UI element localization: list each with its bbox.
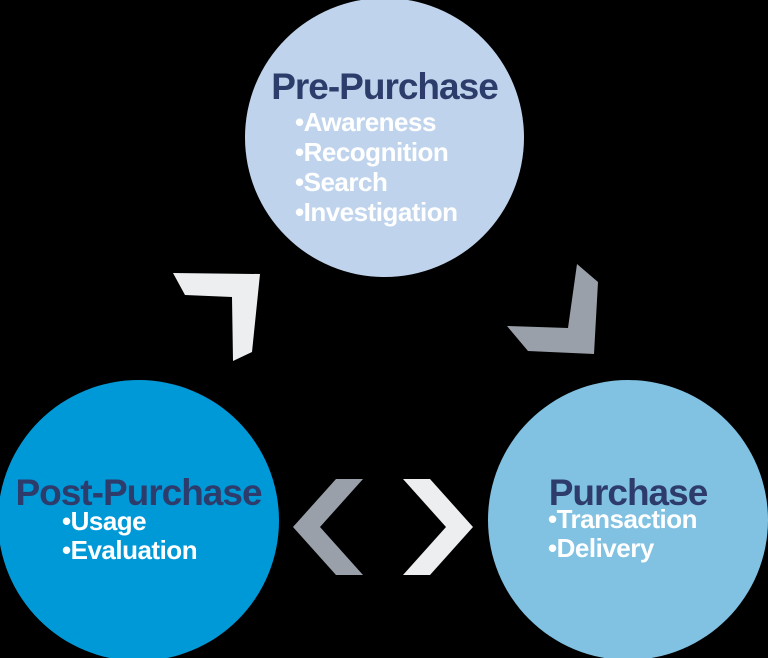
arrow-purchase-to-post-icon bbox=[293, 479, 363, 575]
arrow-pre-to-purchase-icon bbox=[507, 264, 598, 354]
bullet-item: •Investigation bbox=[295, 197, 458, 227]
bullet-item: •Awareness bbox=[295, 107, 436, 137]
bullet-item: •Usage bbox=[62, 506, 147, 536]
arrow-post-to-pre-icon bbox=[173, 273, 260, 361]
arrow-center-right-icon bbox=[403, 479, 473, 575]
stage-circle-pre-purchase: Pre-Purchase •Awareness•Recognition•Sear… bbox=[245, 0, 524, 277]
stage-circle-purchase: Purchase •Transaction•Delivery bbox=[488, 380, 768, 658]
stage-bullets-purchase: •Transaction•Delivery bbox=[548, 504, 698, 563]
bullet-item: •Search bbox=[295, 167, 388, 197]
stage-circle-post-purchase: Post-Purchase •Usage•Evaluation bbox=[0, 380, 279, 658]
stage-title-post-purchase: Post-Purchase bbox=[15, 472, 262, 513]
bullet-item: •Evaluation bbox=[62, 535, 198, 565]
stage-title-purchase: Purchase bbox=[548, 472, 709, 513]
bullet-item: •Delivery bbox=[548, 533, 654, 563]
bullet-item: •Recognition bbox=[295, 137, 449, 167]
bullet-item: •Transaction bbox=[548, 504, 698, 534]
stage-title-pre-purchase: Pre-Purchase bbox=[271, 66, 499, 107]
stage-bullets-pre-purchase: •Awareness•Recognition•Search•Investigat… bbox=[295, 107, 458, 227]
stage-bullets-post-purchase: •Usage•Evaluation bbox=[62, 506, 198, 565]
